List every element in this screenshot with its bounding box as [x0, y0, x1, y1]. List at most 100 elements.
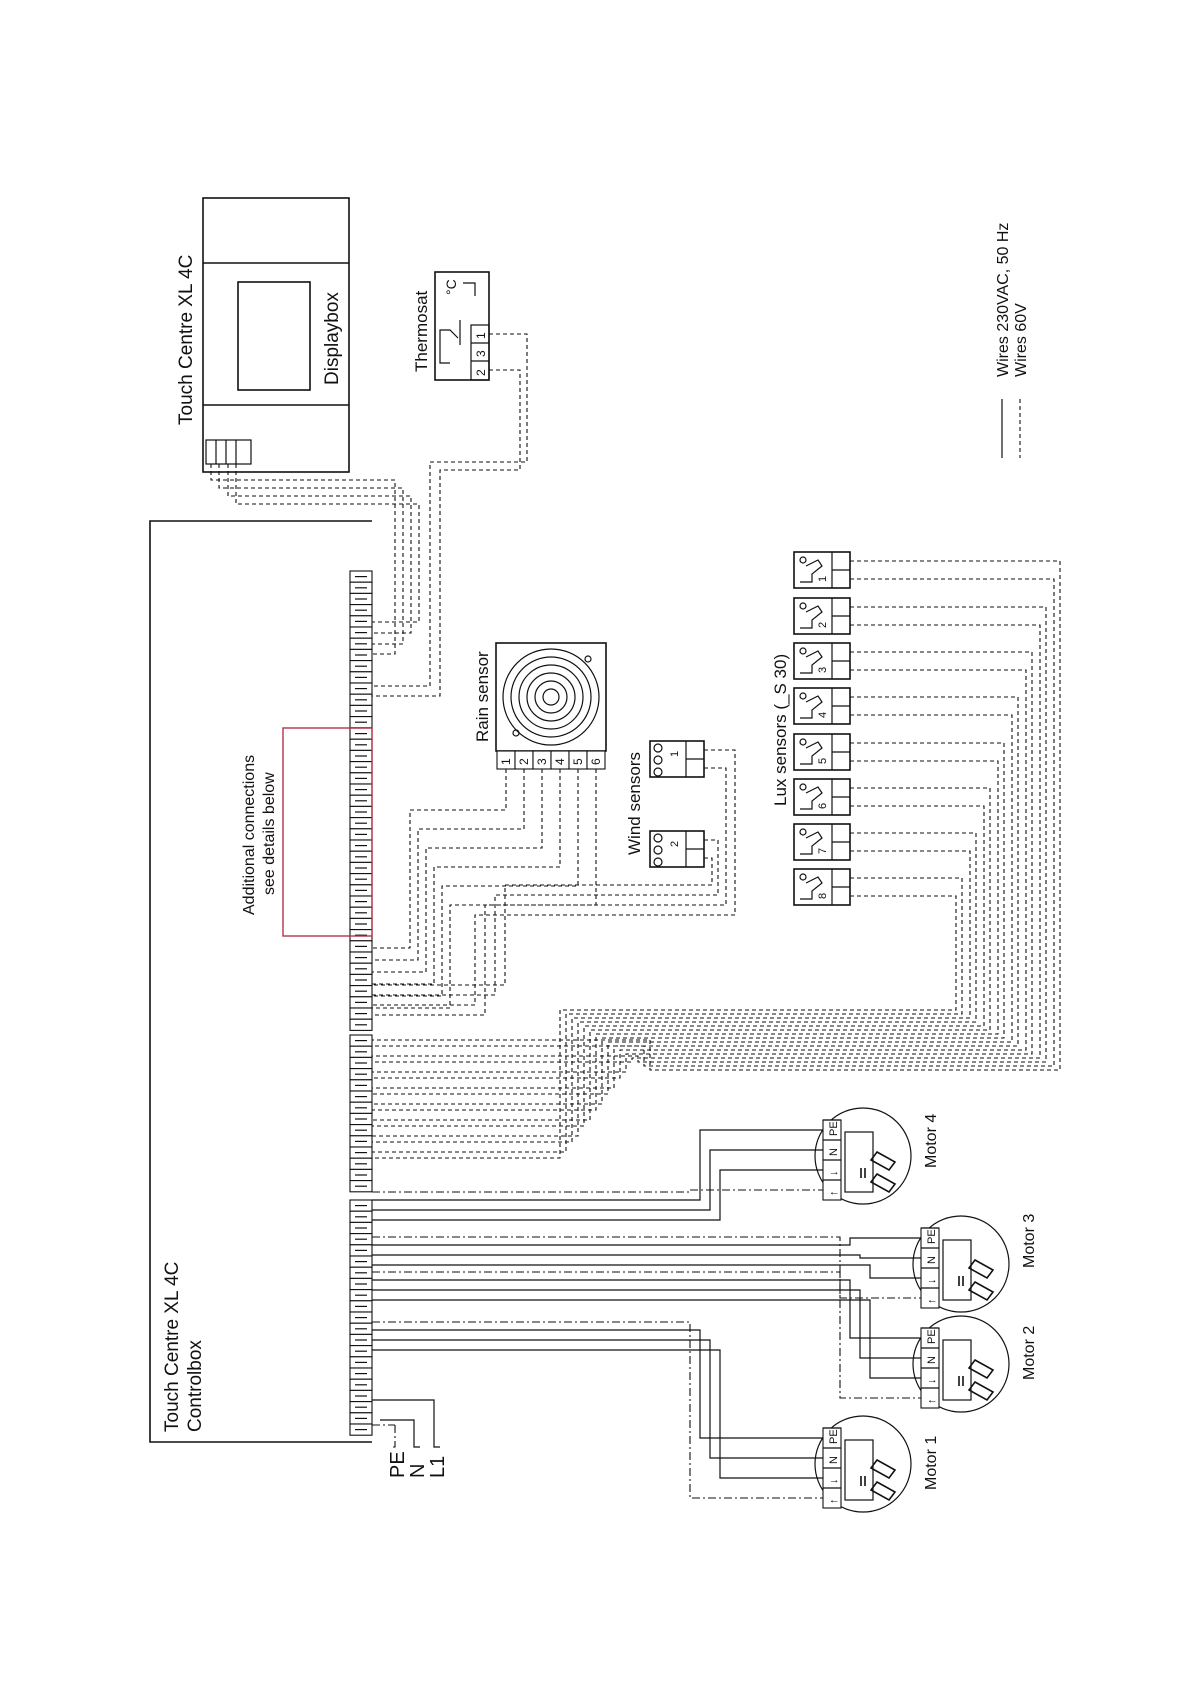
- motor-terminal-label: PE: [828, 1121, 840, 1136]
- lux-sensor-wire: [372, 787, 991, 1121]
- wind-sensor-wire: [372, 749, 736, 1006]
- sun-icon: [799, 692, 807, 700]
- thermostat-wire: [372, 333, 528, 687]
- controlbox-title: Touch Centre XL 4C: [162, 1262, 183, 1432]
- display-bus-wire: [227, 464, 412, 634]
- motor-power-wire: [372, 1279, 921, 1339]
- motor-housing: [814, 1107, 912, 1205]
- motor-power-wire: [372, 1254, 921, 1259]
- lux-sensor-7: 7: [793, 823, 851, 861]
- motor-terminal-label: ↑: [828, 1191, 840, 1197]
- lux-sensor-number: 7: [817, 848, 829, 854]
- sun-icon: [799, 873, 807, 881]
- motor-label: Motor 1: [923, 1436, 940, 1490]
- motor-power-wire: [372, 1129, 823, 1201]
- rain-sensor-terminal-number: 1: [499, 758, 513, 765]
- sun-sensor-icon: [800, 786, 823, 810]
- sun-icon: [799, 647, 807, 655]
- lux-sensor-number: 2: [817, 622, 829, 628]
- motor-terminal-label: ↑: [926, 1399, 938, 1405]
- rain-sensor-wire: [372, 769, 579, 997]
- lux-sensor-wire: [372, 578, 1055, 1067]
- motor-4: PE N ↓ ↑ Motor 4: [814, 1107, 940, 1205]
- sun-icon: [799, 602, 807, 610]
- motor-power-wire: [372, 1169, 823, 1221]
- sun-sensor-icon: [800, 695, 823, 719]
- rain-sensor-wire: [372, 769, 525, 961]
- motor-terminal-label: ↓: [926, 1379, 938, 1385]
- lux-sensor-3: 3: [793, 642, 851, 680]
- displaybox-label: Displaybox: [322, 292, 343, 385]
- motor-terminal-label: PE: [926, 1229, 938, 1244]
- motor-power-wire: [372, 1149, 823, 1211]
- motor-terminal-label: PE: [926, 1329, 938, 1344]
- thermostat-wire: [372, 369, 521, 697]
- wind-sensor-wire: [372, 857, 713, 986]
- motor-winding-icon: [869, 1458, 897, 1502]
- motor-switch: [844, 1439, 874, 1501]
- sun-sensor-icon: [800, 650, 823, 674]
- motor-winding-icon: [967, 1358, 995, 1402]
- wind-sensor-1: 1: [649, 740, 705, 778]
- motor-power-wire: [372, 1349, 823, 1479]
- rain-sensor-terminal-number: 4: [553, 758, 567, 765]
- lux-sensor-wire: [372, 560, 1061, 1071]
- lux-sensor-wire: [372, 850, 971, 1143]
- sun-sensor-icon: [800, 605, 823, 629]
- display-bus-wire: [210, 464, 396, 655]
- additional-connections-label: Additional connections: [241, 755, 258, 915]
- wind-sensors: 1 2 Wind sensors: [625, 740, 705, 868]
- displaybox: Touch Centre XL 4C Displaybox: [176, 197, 350, 473]
- thermostat-unit: °C: [443, 279, 459, 295]
- lux-sensor-6: 6: [793, 778, 851, 816]
- motor-earth-wire: [372, 1189, 823, 1193]
- motor-terminal-label: N: [926, 1356, 938, 1364]
- motor-terminal-label: ↑: [926, 1299, 938, 1305]
- displaybox-title: Touch Centre XL 4C: [176, 255, 197, 425]
- motor-housing: [814, 1415, 912, 1513]
- wind-sensors-label: Wind sensors: [625, 752, 644, 855]
- motor-terminal-label: ↑: [828, 1499, 840, 1505]
- thermostat-terminal-2: 2: [474, 369, 488, 376]
- sun-icon: [799, 556, 807, 564]
- motor-power-wire: [372, 1339, 823, 1459]
- motor-terminal-label: N: [926, 1256, 938, 1264]
- motor-terminal-label: ↓: [926, 1279, 938, 1285]
- motor-terminal-label: N: [828, 1148, 840, 1156]
- motor-terminal-label: ↓: [828, 1171, 840, 1177]
- lux-sensor-wire: [372, 651, 1033, 1073]
- rain-sensor-terminal-number: 2: [517, 758, 531, 765]
- lux-sensor-wire: [372, 669, 1027, 1079]
- wind-sensor-wire: [372, 767, 727, 1016]
- motor-power-wire: [372, 1264, 921, 1279]
- sun-sensor-icon: [800, 559, 823, 583]
- lux-sensor-wire: [372, 714, 1013, 1095]
- legend-dashed-label: Wires 60V: [1013, 303, 1030, 377]
- lux-sensor-1: 1: [793, 551, 851, 589]
- motor-switch: [942, 1239, 972, 1301]
- motor-2: PEN↓↑Motor 2: [912, 1315, 1038, 1413]
- motor-power-wire: [372, 1289, 921, 1359]
- motor-housing: [912, 1315, 1010, 1413]
- motor-housing: [912, 1215, 1010, 1313]
- motor-power-wire: [372, 1329, 823, 1439]
- lux-sensor-4: 4: [793, 687, 851, 725]
- motor-label: Motor 3: [1021, 1214, 1038, 1268]
- sun-icon: [799, 828, 807, 836]
- motor-winding-icon: [967, 1258, 995, 1302]
- wind-sensor-2: 2: [649, 830, 705, 868]
- lux-sensor-2: 2: [793, 597, 851, 635]
- lux-sensor-number: 1: [817, 576, 829, 582]
- thermostat-terminal-1: 1: [474, 332, 488, 339]
- motor-label: Motor 4: [923, 1114, 940, 1168]
- lux-sensor-wire: [372, 832, 977, 1137]
- motor-earth-wire: [372, 1236, 921, 1299]
- rain-sensor-terminal-number: 3: [535, 758, 549, 765]
- motor-terminal-label: ↓: [828, 1479, 840, 1485]
- lux-sensor-8: 8: [793, 868, 851, 906]
- supply-l1: L1: [427, 1456, 449, 1478]
